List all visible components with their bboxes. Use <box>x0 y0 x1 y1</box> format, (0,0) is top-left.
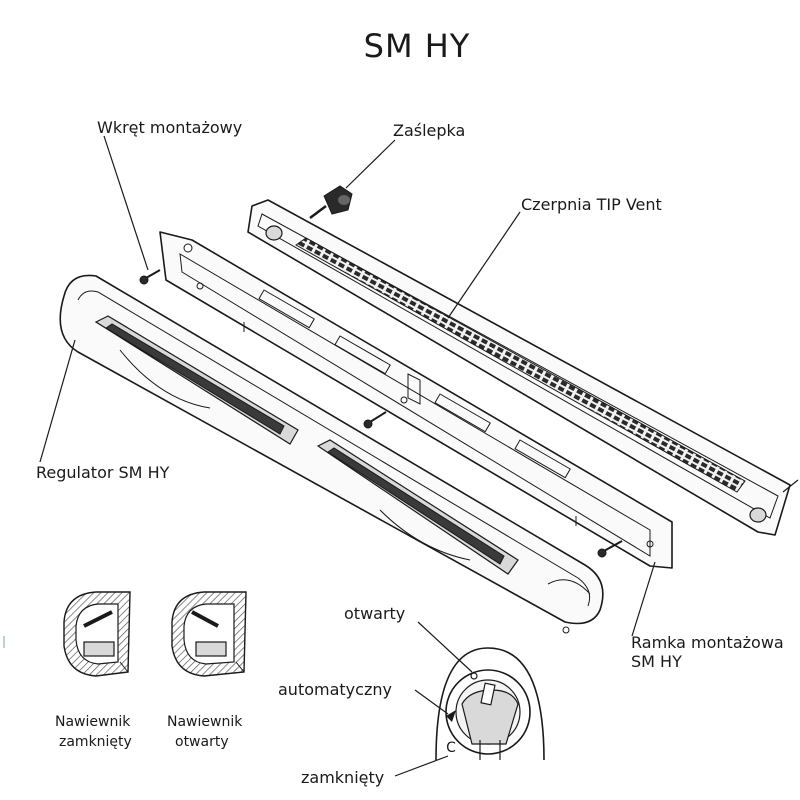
label-nawiewnik-zamkniety-line1: Nawiewnik <box>55 714 131 730</box>
label-ramka-montazowa-line2: SM HY <box>631 652 682 671</box>
leader-ramka <box>631 561 656 637</box>
screw-middle <box>363 411 387 429</box>
zaslepka-part <box>309 185 353 219</box>
ramka-montazowa-part <box>159 231 673 569</box>
section-view-open <box>171 591 247 677</box>
label-nawiewnik-otwarty-line2: otwarty <box>175 734 229 750</box>
leader-wkret <box>103 135 149 271</box>
regulation-knob-detail <box>435 647 545 761</box>
leader-czerpnia <box>447 211 521 319</box>
leader-regulator <box>39 339 76 463</box>
label-nawiewnik-zamkniety-line2: zamknięty <box>59 734 132 750</box>
regulator-sm-hy-part <box>59 274 604 634</box>
czerpnia-tip-vent-part <box>247 199 799 536</box>
screw-left <box>139 269 161 285</box>
label-otwarty: otwarty <box>344 604 405 623</box>
section-view-closed <box>63 591 131 677</box>
knob-closed-mark: C <box>446 740 456 756</box>
leader-zamkniety <box>394 755 449 777</box>
label-zamkniety: zamknięty <box>301 768 384 787</box>
screw-right <box>597 540 623 558</box>
leader-otwarty <box>417 621 473 673</box>
label-automatyczny: automatyczny <box>278 680 392 699</box>
label-regulator-sm-hy: Regulator SM HY <box>36 463 170 482</box>
label-ramka-montazowa-line1: Ramka montażowa <box>631 633 784 652</box>
leader-automatyczny <box>414 689 449 715</box>
label-nawiewnik-otwarty-line1: Nawiewnik <box>167 714 243 730</box>
label-zaslepka: Zaślepka <box>393 121 465 140</box>
label-czerpnia-tip-vent: Czerpnia TIP Vent <box>521 195 662 214</box>
diagram-title: SM HY <box>364 27 471 65</box>
leader-zaslepka <box>345 139 396 189</box>
label-wkret-montazowy: Wkręt montażowy <box>97 118 242 137</box>
